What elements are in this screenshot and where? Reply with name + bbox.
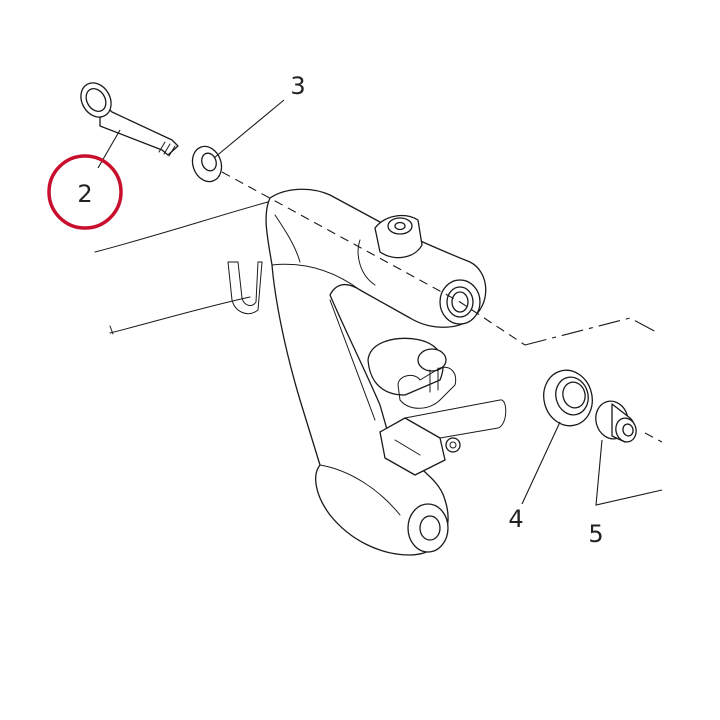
bracket [379, 399, 507, 476]
hose-clip-right [397, 366, 457, 409]
pivot-bolt [80, 82, 179, 157]
callout-5: 5 [588, 520, 603, 548]
callout-4: 4 [508, 505, 523, 533]
callouts: 2 3 4 5 [47, 72, 604, 548]
washer [191, 145, 223, 183]
seal [543, 369, 593, 427]
callout-3: 3 [290, 72, 305, 100]
callout-2-highlight [47, 154, 123, 230]
swing-arm [265, 188, 487, 556]
assembly-axis [221, 171, 663, 443]
callout-2: 2 [77, 180, 92, 208]
bushing [595, 400, 637, 443]
hose-clip-left [227, 261, 263, 315]
